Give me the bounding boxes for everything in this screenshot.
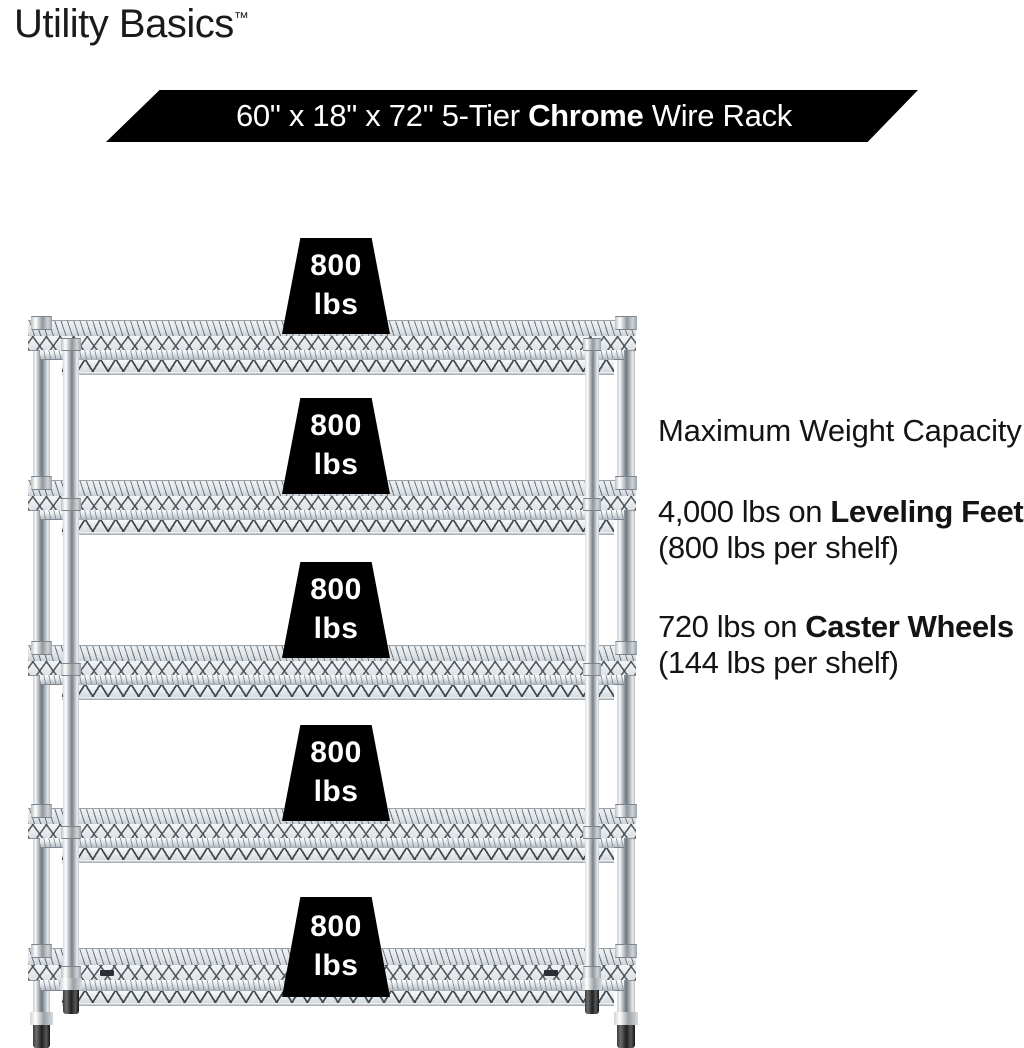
post-collar-3-right	[615, 641, 637, 655]
weight-tag-tier-3: 800 lbs	[282, 562, 390, 658]
leveling-foot-front-left	[63, 990, 79, 1014]
capacity-heading: Maximum Weight Capacity	[658, 413, 1022, 448]
front-collar-4-left	[61, 826, 81, 839]
foot-cap-rear-right	[614, 1012, 638, 1025]
post-collar-3-left	[31, 641, 52, 655]
front-collar-1-left	[61, 338, 81, 351]
post-collar-4-left	[31, 804, 52, 818]
weight-tag-number: 800	[310, 910, 362, 944]
weight-tag-tier-5: 800 lbs	[282, 897, 390, 997]
post-collar-5-left	[31, 944, 52, 958]
brand-logo: Utility Basics™	[14, 2, 249, 47]
shelf-truss-band	[28, 824, 636, 839]
weight-tag-unit: lbs	[313, 288, 359, 321]
front-collar-1-right	[583, 338, 601, 351]
banner-dimensions: 60" x 18" x 72"	[235, 98, 434, 133]
weight-tag-tier-4: 800 lbs	[282, 725, 390, 821]
shelf-bottom-rail	[62, 372, 614, 375]
weight-tag-tier-2: 800 lbs	[282, 398, 390, 494]
weight-tag-number: 800	[310, 409, 362, 443]
wire-rack-illustration: 800 lbs 800 lbs 800 lbs 800 lbs 800 lbs	[0, 238, 660, 1048]
leveling-foot-front-right	[585, 990, 599, 1014]
shelf-tier-3	[28, 645, 636, 705]
capacity-leveling-feet-text: 4,000 lbs on Leveling Feet (800 lbs per …	[658, 494, 1024, 566]
front-collar-2-right	[583, 498, 601, 511]
shelf-truss-band	[28, 496, 636, 511]
shelf-truss-band	[28, 336, 636, 351]
shelf-clip-left	[100, 970, 114, 976]
product-title-text: 60" x 18" x 72" 5-Tier Chrome Wire Rack	[236, 98, 792, 134]
weight-tag-unit: lbs	[313, 949, 359, 982]
leveling-tail: (800 lbs per shelf)	[658, 529, 899, 565]
banner-product: Wire Rack	[651, 98, 793, 133]
capacity-caster-wheels-text: 720 lbs on Caster Wheels (144 lbs per sh…	[658, 609, 1024, 681]
post-collar-2-left	[31, 476, 52, 490]
leveling-foot-rear-left	[33, 1025, 50, 1048]
caster-lead: 720 lbs on	[658, 609, 806, 645]
leveling-lead: 4,000 lbs on	[658, 493, 831, 529]
front-collar-3-left	[61, 663, 81, 676]
shelf-bottom-rail	[62, 860, 614, 863]
foot-cap-front-left	[60, 978, 82, 990]
front-collar-3-right	[583, 663, 601, 676]
front-collar-4-right	[583, 826, 601, 839]
post-collar-1-right	[615, 316, 637, 330]
weight-tag-unit: lbs	[313, 775, 359, 808]
foot-cap-rear-left	[30, 1012, 53, 1025]
post-collar-5-right	[615, 944, 637, 958]
weight-tag-number: 800	[310, 573, 362, 607]
shelf-bottom-rail	[62, 1003, 614, 1006]
product-title-banner: 60" x 18" x 72" 5-Tier Chrome Wire Rack	[106, 90, 918, 142]
brand-name: Utility Basics	[14, 2, 234, 46]
capacity-copy-block: Maximum Weight Capacity 4,000 lbs on Lev…	[658, 413, 1024, 681]
shelf-clip-right	[544, 970, 558, 976]
banner-material: Chrome	[528, 98, 644, 133]
caster-tail: (144 lbs per shelf)	[658, 645, 899, 681]
shelf-bottom-rail	[62, 532, 614, 535]
front-collar-2-left	[61, 498, 81, 511]
weight-tag-tier-1: 800 lbs	[282, 238, 390, 334]
leveling-foot-rear-right	[617, 1025, 635, 1048]
caster-emphasis: Caster Wheels	[805, 609, 1014, 645]
weight-tag-unit: lbs	[313, 612, 359, 645]
shelf-truss-band	[28, 661, 636, 676]
weight-tag-number: 800	[310, 249, 362, 283]
post-collar-4-right	[615, 804, 637, 818]
post-collar-2-right	[615, 476, 637, 490]
post-collar-1-left	[31, 316, 52, 330]
banner-tier: 5-Tier	[441, 98, 520, 133]
leveling-emphasis: Leveling Feet	[830, 493, 1024, 529]
shelf-bottom-rail	[62, 697, 614, 700]
trademark-symbol: ™	[233, 9, 249, 27]
weight-tag-unit: lbs	[313, 448, 359, 481]
weight-tag-number: 800	[310, 736, 362, 770]
foot-cap-front-right	[582, 978, 602, 990]
